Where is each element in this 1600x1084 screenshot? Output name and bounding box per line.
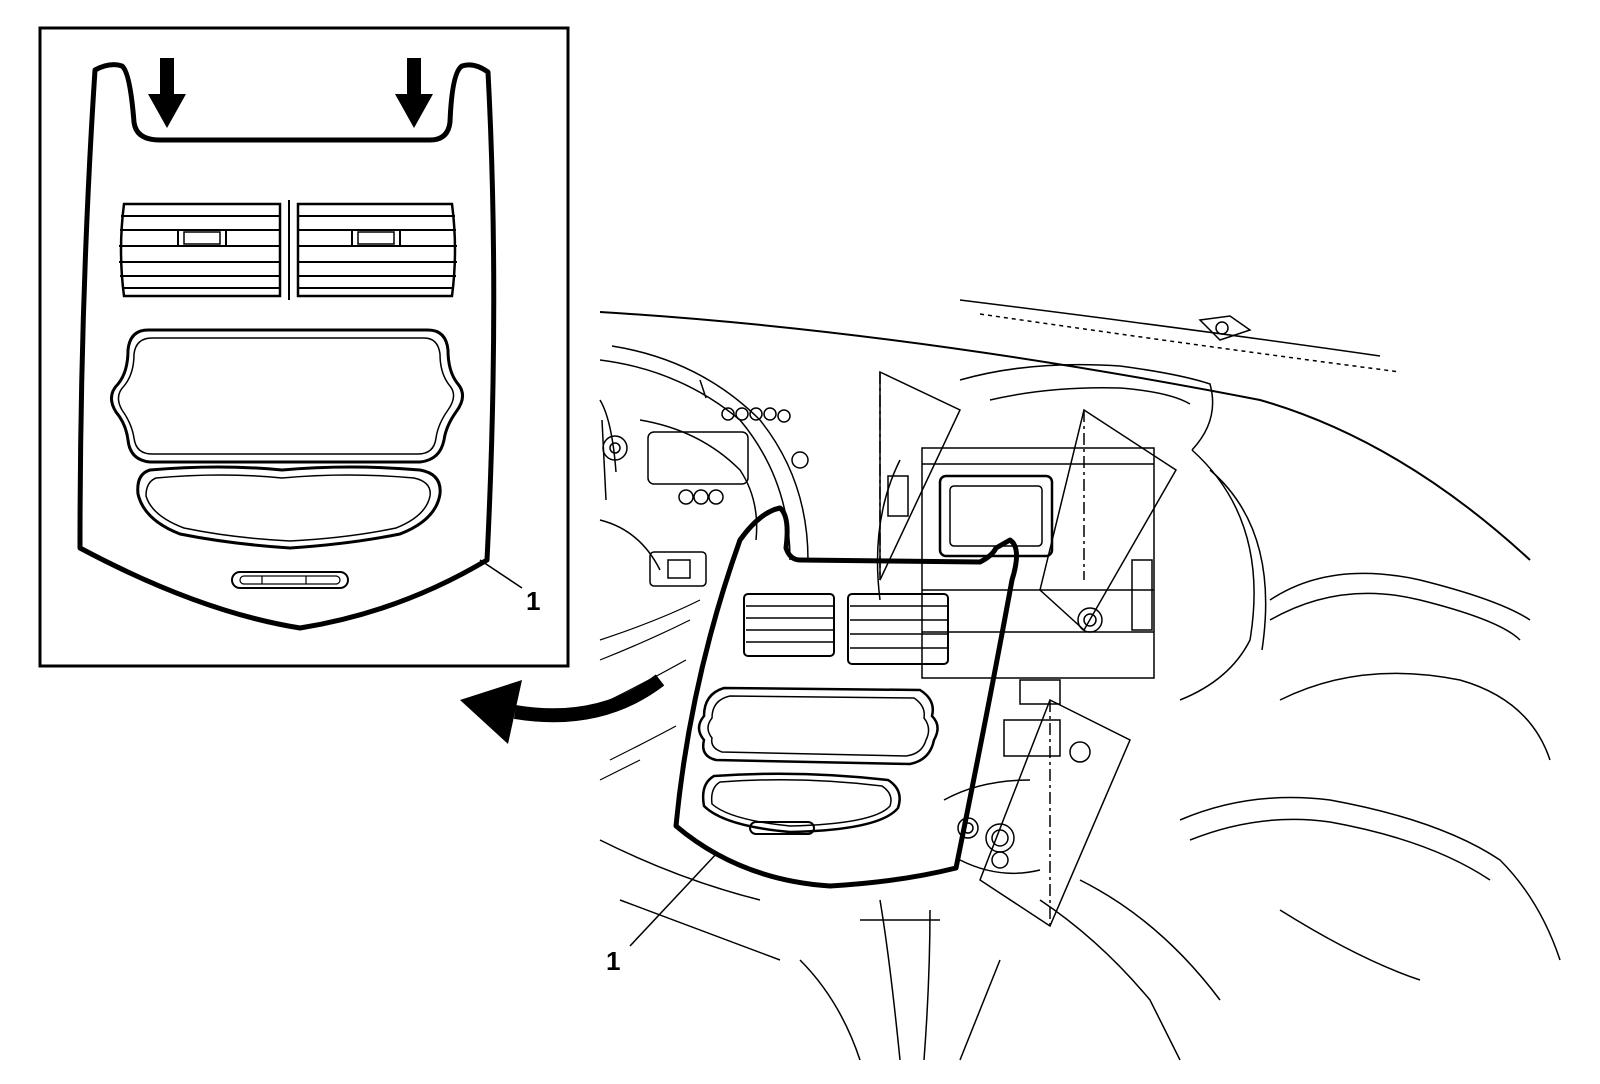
inset-control-opening: [136, 465, 442, 550]
inset-slot: [231, 571, 349, 589]
main-callout-label: 1: [606, 946, 620, 976]
floor-console: [799, 879, 1221, 1061]
inset-panel: 1: [38, 26, 570, 668]
main-leader-line: [629, 851, 719, 947]
inset-callout-label: 1: [526, 586, 540, 616]
inset-left-air-vent: [119, 202, 282, 298]
main-bezel: [673, 505, 1019, 889]
down-arrow-icon: [395, 58, 433, 128]
inset-right-air-vent: [296, 202, 457, 298]
radio-knobs: [943, 779, 1041, 875]
curved-arrow-icon: [460, 674, 665, 744]
motion-lines: [599, 599, 701, 781]
steering-wheel: [599, 345, 809, 561]
inset-bezel-outline: [77, 62, 497, 631]
down-arrow-icon: [148, 58, 186, 128]
instrument-cluster: [599, 379, 809, 587]
passenger-side-panel: [1179, 449, 1561, 981]
center-stack: [876, 363, 1214, 763]
projection-planes: [879, 370, 1178, 928]
dashboard-illustration: [599, 299, 1561, 1061]
inset-display-opening: [110, 328, 464, 464]
inset-leader-line: [479, 559, 523, 589]
alignment-guides: [879, 372, 1085, 926]
